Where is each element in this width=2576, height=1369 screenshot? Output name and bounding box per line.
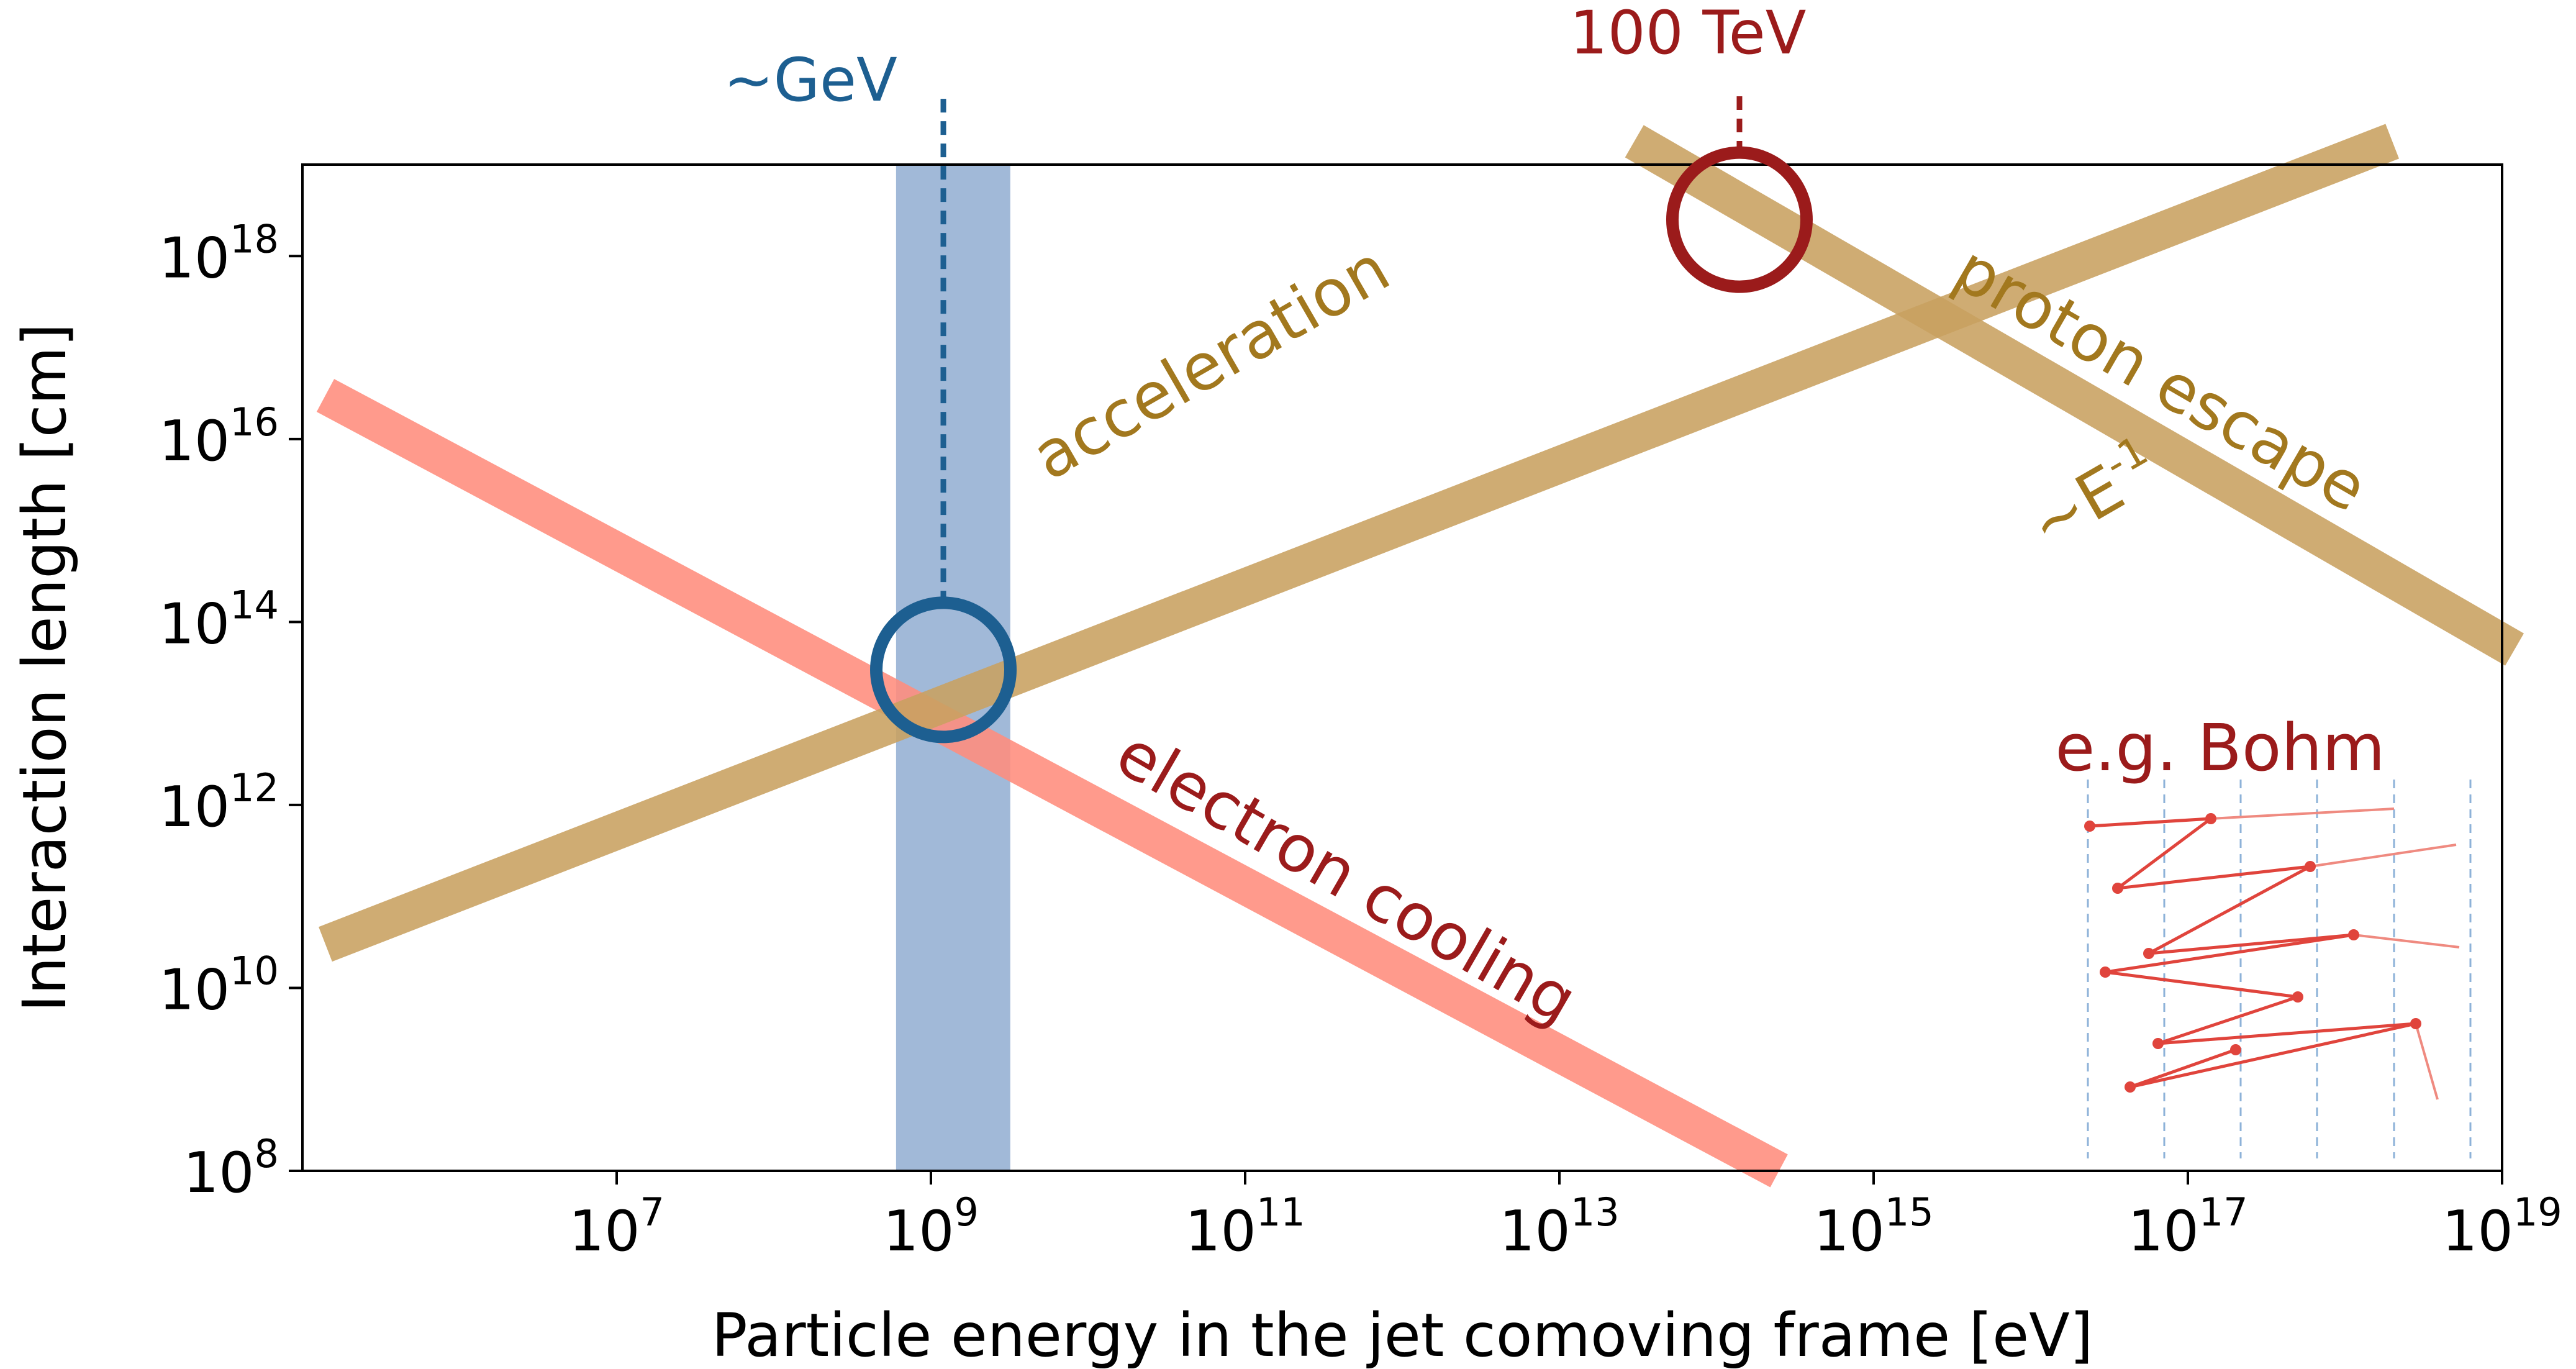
y-tick-base: 10 (159, 591, 230, 657)
bohm-trail (2353, 934, 2460, 948)
bohm-trail (2415, 1023, 2439, 1100)
x-tick-exponent: 9 (955, 1189, 979, 1235)
y-tick-label: 108 (183, 1131, 279, 1206)
x-tick-label: 1019 (2442, 1189, 2562, 1264)
x-tick-exponent: 13 (1571, 1189, 1620, 1235)
x-tick-base: 10 (569, 1199, 640, 1264)
markers-layer (870, 96, 1813, 744)
bohm-zigzag-path (2089, 816, 2416, 1089)
gev-label: ~GeV (723, 45, 897, 115)
y-tick-exponent: 16 (230, 399, 279, 445)
y-tick-label: 1016 (159, 399, 279, 474)
x-tick-base: 10 (2128, 1199, 2199, 1264)
x-tick-label: 1015 (1813, 1189, 1933, 1264)
bohm-scatter-point (2100, 966, 2111, 978)
x-tick-base: 10 (1185, 1199, 1256, 1264)
bohm-scatter-point (2152, 1038, 2164, 1049)
y-tick-exponent: 8 (255, 1131, 279, 1176)
x-tick-exponent: 11 (1256, 1189, 1305, 1235)
bohm-scatter-point (2410, 1018, 2421, 1029)
plot-frame (301, 163, 2503, 1172)
bohm-scatter-point (2205, 813, 2216, 824)
x-tick-exponent: 19 (2513, 1189, 2562, 1235)
bohm-scatter-point (2112, 883, 2123, 894)
x-tick-label: 107 (569, 1189, 664, 1264)
series-layer (316, 124, 2524, 1188)
bohm-scatter-point (2305, 861, 2316, 872)
x-tick-label: 1013 (1499, 1189, 1619, 1264)
tev-circle-marker (1666, 146, 1813, 293)
bohm-trail (2210, 807, 2395, 820)
y-tick-exponent: 18 (230, 216, 279, 262)
proton-escape-label: proton escape (1943, 230, 2380, 527)
y-tick-base: 10 (183, 1140, 255, 1206)
y-tick-label: 1010 (159, 948, 279, 1022)
bohm-inset-diagram (2084, 780, 2472, 1158)
escape-band-line (1625, 125, 2524, 666)
tev-label: 100 TeV (1570, 0, 1807, 68)
x-tick-label: 1011 (1185, 1189, 1305, 1264)
y-tick-base: 10 (159, 409, 230, 474)
y-tick-base: 10 (159, 225, 230, 291)
y-tick-base: 10 (159, 775, 230, 840)
x-tick-exponent: 7 (640, 1189, 664, 1235)
y-tick-label: 1014 (159, 582, 279, 657)
bohm-trail (2310, 844, 2457, 868)
bohm-scatter-point (2230, 1044, 2241, 1055)
x-tick-exponent: 17 (2199, 1189, 2248, 1235)
bohm-inset-group (2084, 780, 2472, 1158)
electron-cooling-label: electron cooling (1104, 715, 1590, 1039)
bohm-label: e.g. Bohm (2055, 710, 2385, 786)
bohm-scatter-point (2125, 1081, 2136, 1093)
x-tick-label: 1017 (2128, 1189, 2247, 1264)
bohm-scatter-point (2084, 821, 2095, 832)
y-tick-exponent: 14 (230, 582, 279, 627)
y-tick-exponent: 12 (230, 765, 279, 811)
x-tick-base: 10 (2442, 1199, 2513, 1264)
bohm-scatter-point (2143, 948, 2154, 959)
x-axis-label: Particle energy in the jet comoving fram… (712, 1301, 2093, 1369)
gev-circle-marker (870, 596, 1017, 744)
acceleration-label: acceleration (1020, 230, 1402, 495)
y-tick-label: 1012 (159, 765, 279, 840)
x-tick-base: 10 (1813, 1199, 1885, 1264)
x-tick-base: 10 (1499, 1199, 1571, 1264)
y-tick-label: 1018 (159, 216, 279, 291)
y-tick-exponent: 10 (230, 948, 279, 993)
x-tick-exponent: 15 (1885, 1189, 1934, 1235)
bohm-scatter-point (2292, 991, 2303, 1003)
acceleration-band-line (319, 124, 2400, 962)
y-tick-base: 10 (159, 957, 230, 1022)
x-tick-label: 109 (883, 1189, 979, 1264)
x-tick-base: 10 (883, 1199, 955, 1264)
electron-band-line (316, 379, 1788, 1188)
bohm-scatter-point (2348, 929, 2359, 940)
y-axis-label: Interaction length [cm] (10, 323, 79, 1012)
